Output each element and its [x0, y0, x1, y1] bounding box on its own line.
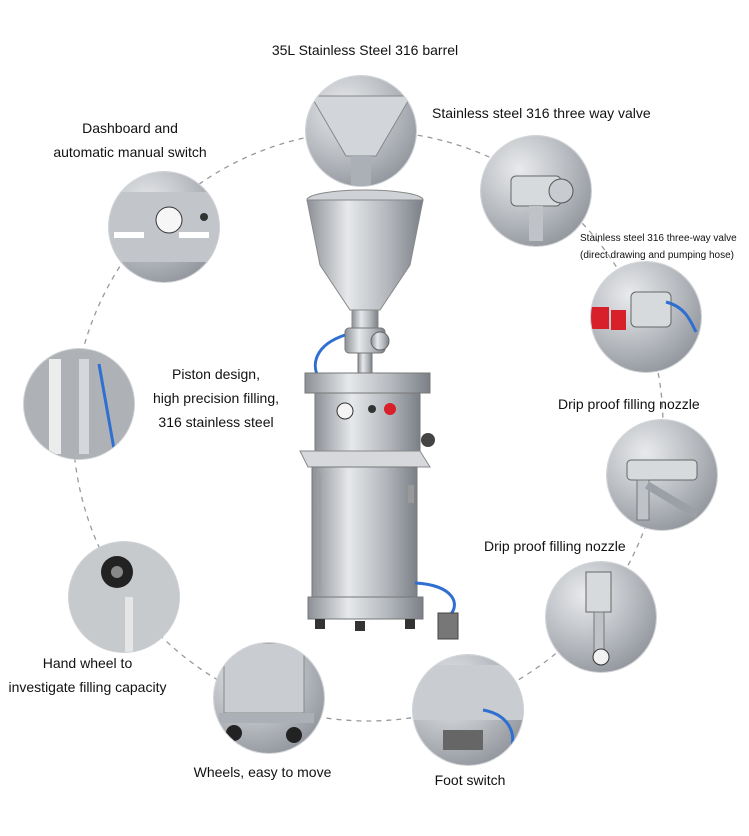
- hand-wheel-photo: [69, 542, 179, 652]
- handwheel-label-line2: investigate filling capacity: [8, 679, 167, 695]
- dashboard-photo: [109, 172, 219, 282]
- foot-switch-label: Foot switch: [434, 772, 506, 788]
- dashboard-label-line2: automatic manual switch: [53, 144, 207, 160]
- dashboard-label-line1: Dashboard and: [82, 120, 178, 136]
- valve-detail-line1: Stainless steel 316 three-way valve: [580, 233, 737, 244]
- wheels-label: Wheels, easy to move: [193, 764, 332, 780]
- handwheel-label-line1: Hand wheel to: [42, 655, 133, 671]
- three-way-valve-photo: [481, 136, 591, 246]
- piston-label-line3: 316 stainless steel: [158, 414, 274, 430]
- valve-label: Stainless steel 316 three way valve: [432, 105, 651, 121]
- barrel-label: 35L Stainless Steel 316 barrel: [271, 42, 459, 58]
- barrel-photo: [306, 76, 416, 186]
- nozzle-label-2: Drip proof filling nozzle: [484, 538, 626, 554]
- drip-nozzle-photo-2: [546, 562, 656, 672]
- wheels-photo: [214, 643, 324, 753]
- piston-photo: [24, 349, 134, 459]
- drip-nozzle-photo-1: [607, 420, 717, 530]
- foot-switch-photo: [413, 655, 523, 765]
- valve-detail-line2: (direct drawing and pumping hose): [580, 250, 734, 261]
- nozzle-label-1: Drip proof filling nozzle: [558, 396, 700, 412]
- valve-hose-photo: [591, 262, 701, 372]
- filling-machine-image: [299, 189, 459, 640]
- piston-label-line2: high precision filling,: [152, 390, 280, 406]
- piston-label-line1: Piston design,: [172, 366, 260, 382]
